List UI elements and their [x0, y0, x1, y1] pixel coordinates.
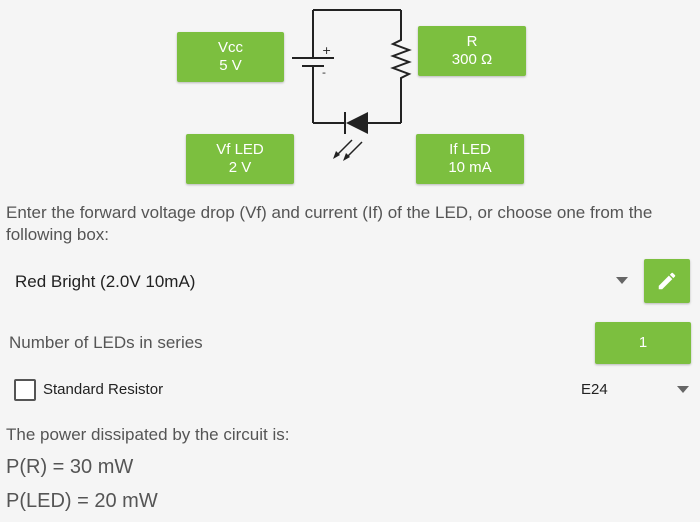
leds-in-series-button[interactable]: 1 — [595, 322, 691, 364]
resistor-value: 300 Ω — [451, 51, 493, 68]
led-symbol — [333, 112, 368, 161]
vcc-button[interactable]: Vcc 5 V — [177, 32, 284, 82]
if-led-value: 10 mA — [448, 159, 492, 176]
leds-in-series-label: Number of LEDs in series — [9, 333, 203, 352]
power-led-value: P(LED) = 20 mW — [6, 490, 158, 512]
power-resistor-value: P(R) = 30 mW — [6, 456, 134, 478]
power-title: The power dissipated by the circuit is: — [6, 425, 290, 444]
if-led-label: If LED — [449, 141, 491, 158]
dropdown-arrow-icon — [677, 386, 689, 393]
resistor-series-value: E24 — [581, 381, 608, 398]
vf-led-button[interactable]: Vf LED 2 V — [186, 134, 294, 184]
led-type-selected-value: Red Bright (2.0V 10mA) — [15, 272, 196, 291]
led-type-dropdown[interactable]: Red Bright (2.0V 10mA) — [0, 256, 636, 308]
resistor-symbol — [390, 10, 412, 123]
vcc-value: 5 V — [219, 57, 242, 74]
dropdown-arrow-icon — [616, 277, 628, 284]
vf-led-value: 2 V — [228, 159, 252, 176]
standard-resistor-checkbox[interactable] — [14, 379, 36, 401]
led-circuit-diagram: + - — [292, 9, 412, 161]
vf-led-label: Vf LED — [216, 141, 264, 158]
resistor-label: R — [466, 33, 478, 50]
battery-minus-sign: - — [322, 66, 326, 79]
resistor-series-dropdown[interactable]: E24 — [570, 372, 694, 408]
if-led-button[interactable]: If LED 10 mA — [416, 134, 524, 184]
standard-resistor-label: Standard Resistor — [43, 381, 164, 398]
resistor-button[interactable]: R 300 Ω — [418, 26, 526, 76]
leds-in-series-value: 1 — [638, 334, 648, 351]
pencil-icon — [658, 272, 676, 290]
instructions-text: Enter the forward voltage drop (Vf) and … — [6, 203, 653, 244]
battery-plus-sign: + — [322, 44, 331, 57]
edit-led-button[interactable] — [644, 259, 690, 303]
vcc-label: Vcc — [217, 39, 243, 56]
